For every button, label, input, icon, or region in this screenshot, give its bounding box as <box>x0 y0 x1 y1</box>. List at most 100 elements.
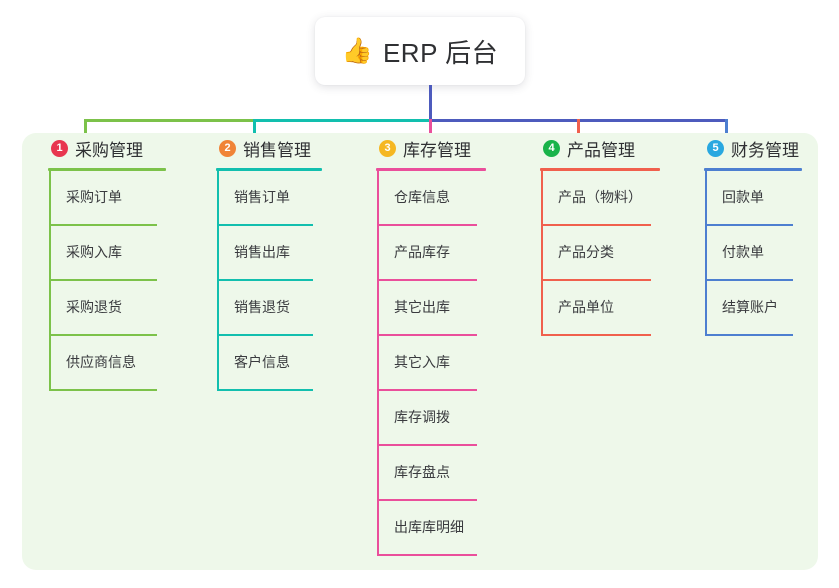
drop-line-5 <box>725 119 728 145</box>
column-items-1: 采购订单采购入库采购退货供应商信息 <box>38 171 188 391</box>
menu-item-rule <box>705 334 793 336</box>
menu-item[interactable]: 其它出库 <box>366 281 506 336</box>
column-items-4: 产品（物料） 产品分类产品单位 <box>530 171 670 336</box>
menu-item-label: 采购入库 <box>66 244 122 260</box>
root-node-card[interactable]: 👍 ERP 后台 <box>315 17 525 85</box>
menu-item-rule <box>377 224 477 226</box>
menu-item-rule <box>217 334 313 336</box>
column-spine-2 <box>217 171 219 391</box>
menu-item-label: 供应商信息 <box>66 354 136 370</box>
column-badge-5: 5 <box>707 139 724 157</box>
menu-item[interactable]: 产品库存 <box>366 226 506 281</box>
menu-item-rule <box>377 499 477 501</box>
menu-item[interactable]: 其它入库 <box>366 336 506 391</box>
menu-item-label: 销售出库 <box>234 244 290 260</box>
menu-item-label: 客户信息 <box>234 354 290 370</box>
root-title: ERP 后台 <box>382 37 499 68</box>
menu-item-label: 库存调拨 <box>394 409 450 425</box>
menu-item-rule <box>541 224 651 226</box>
menu-item-rule <box>49 389 157 391</box>
menu-item-label: 采购订单 <box>66 189 122 205</box>
menu-item[interactable]: 仓库信息 <box>366 171 506 226</box>
drop-line-1 <box>84 119 87 145</box>
menu-item-rule <box>217 389 313 391</box>
column-title-4: 产品管理 <box>567 140 635 160</box>
menu-item-rule <box>705 279 793 281</box>
connector-segment-teal <box>253 119 431 122</box>
column-5: 5 财务管理回款单付款单结算账户 <box>694 133 824 336</box>
column-badge-1: 1 <box>51 139 68 157</box>
menu-item[interactable]: 客户信息 <box>206 336 346 391</box>
menu-item[interactable]: 回款单 <box>694 171 824 226</box>
menu-item-label: 仓库信息 <box>394 189 450 205</box>
column-title-1: 采购管理 <box>75 140 143 160</box>
column-spine-3 <box>377 171 379 556</box>
column-items-5: 回款单付款单结算账户 <box>694 171 824 336</box>
drop-line-3 <box>429 119 432 145</box>
menu-item[interactable]: 库存盘点 <box>366 446 506 501</box>
column-2: 2 销售管理销售订单销售出库销售退货客户信息 <box>206 133 346 391</box>
menu-item-label: 销售订单 <box>234 189 290 205</box>
column-header-5[interactable]: 5 财务管理 <box>694 133 824 163</box>
column-title-2: 销售管理 <box>243 140 311 160</box>
menu-item[interactable]: 采购订单 <box>38 171 188 226</box>
menu-item[interactable]: 库存调拨 <box>366 391 506 446</box>
column-header-2[interactable]: 2 销售管理 <box>206 133 346 163</box>
menu-item-rule <box>49 334 157 336</box>
column-header-1[interactable]: 1 采购管理 <box>38 133 188 163</box>
menu-item[interactable]: 结算账户 <box>694 281 824 336</box>
column-header-rule-5 <box>704 168 802 171</box>
menu-item-rule <box>377 444 477 446</box>
column-title-3: 库存管理 <box>403 140 471 160</box>
menu-item-rule <box>377 279 477 281</box>
menu-item-rule <box>49 279 157 281</box>
menu-item-label: 产品分类 <box>558 244 614 260</box>
connector-segment-green <box>84 119 255 122</box>
menu-item[interactable]: 产品分类 <box>530 226 670 281</box>
menu-item-label: 采购退货 <box>66 299 122 315</box>
menu-item[interactable]: 采购退货 <box>38 281 188 336</box>
column-1: 1 采购管理采购订单采购入库采购退货供应商信息 <box>38 133 188 391</box>
menu-item-label: 回款单 <box>722 189 764 205</box>
menu-item[interactable]: 出库库明细 <box>366 501 506 556</box>
menu-item-label: 库存盘点 <box>394 464 450 480</box>
menu-item-label: 出库库明细 <box>394 519 464 535</box>
menu-item[interactable]: 产品（物料） <box>530 171 670 226</box>
menu-item[interactable]: 供应商信息 <box>38 336 188 391</box>
menu-item[interactable]: 销售出库 <box>206 226 346 281</box>
diagram-panel <box>22 133 818 570</box>
thumbs-up-icon: 👍 <box>341 36 373 65</box>
column-spine-5 <box>705 171 707 336</box>
column-badge-2: 2 <box>219 139 236 157</box>
menu-item[interactable]: 销售订单 <box>206 171 346 226</box>
menu-item-label: 产品单位 <box>558 299 614 315</box>
column-title-5: 财务管理 <box>731 140 799 160</box>
menu-item[interactable]: 采购入库 <box>38 226 188 281</box>
column-header-3[interactable]: 3 库存管理 <box>366 133 506 163</box>
column-badge-3: 3 <box>379 139 396 157</box>
menu-item-label: 结算账户 <box>722 299 778 315</box>
menu-item[interactable]: 产品单位 <box>530 281 670 336</box>
menu-item-label: 销售退货 <box>234 299 290 315</box>
menu-item-rule <box>541 279 651 281</box>
column-spine-1 <box>49 171 51 391</box>
menu-item-label: 其它入库 <box>394 354 450 370</box>
menu-item-rule <box>377 334 477 336</box>
menu-item-rule <box>377 389 477 391</box>
menu-item-rule <box>705 224 793 226</box>
menu-item[interactable]: 销售退货 <box>206 281 346 336</box>
column-spine-4 <box>541 171 543 336</box>
column-3: 3 库存管理仓库信息产品库存其它出库其它入库库存调拨库存盘点出库库明细 <box>366 133 506 556</box>
menu-item-label: 其它出库 <box>394 299 450 315</box>
menu-item-rule <box>49 224 157 226</box>
menu-item-rule <box>541 334 651 336</box>
menu-item-rule <box>217 224 313 226</box>
menu-item-label: 付款单 <box>722 244 764 260</box>
drop-line-2 <box>253 119 256 145</box>
column-header-rule-3 <box>376 168 486 171</box>
column-header-rule-1 <box>48 168 166 171</box>
column-items-2: 销售订单销售出库销售退货客户信息 <box>206 171 346 391</box>
menu-item[interactable]: 付款单 <box>694 226 824 281</box>
